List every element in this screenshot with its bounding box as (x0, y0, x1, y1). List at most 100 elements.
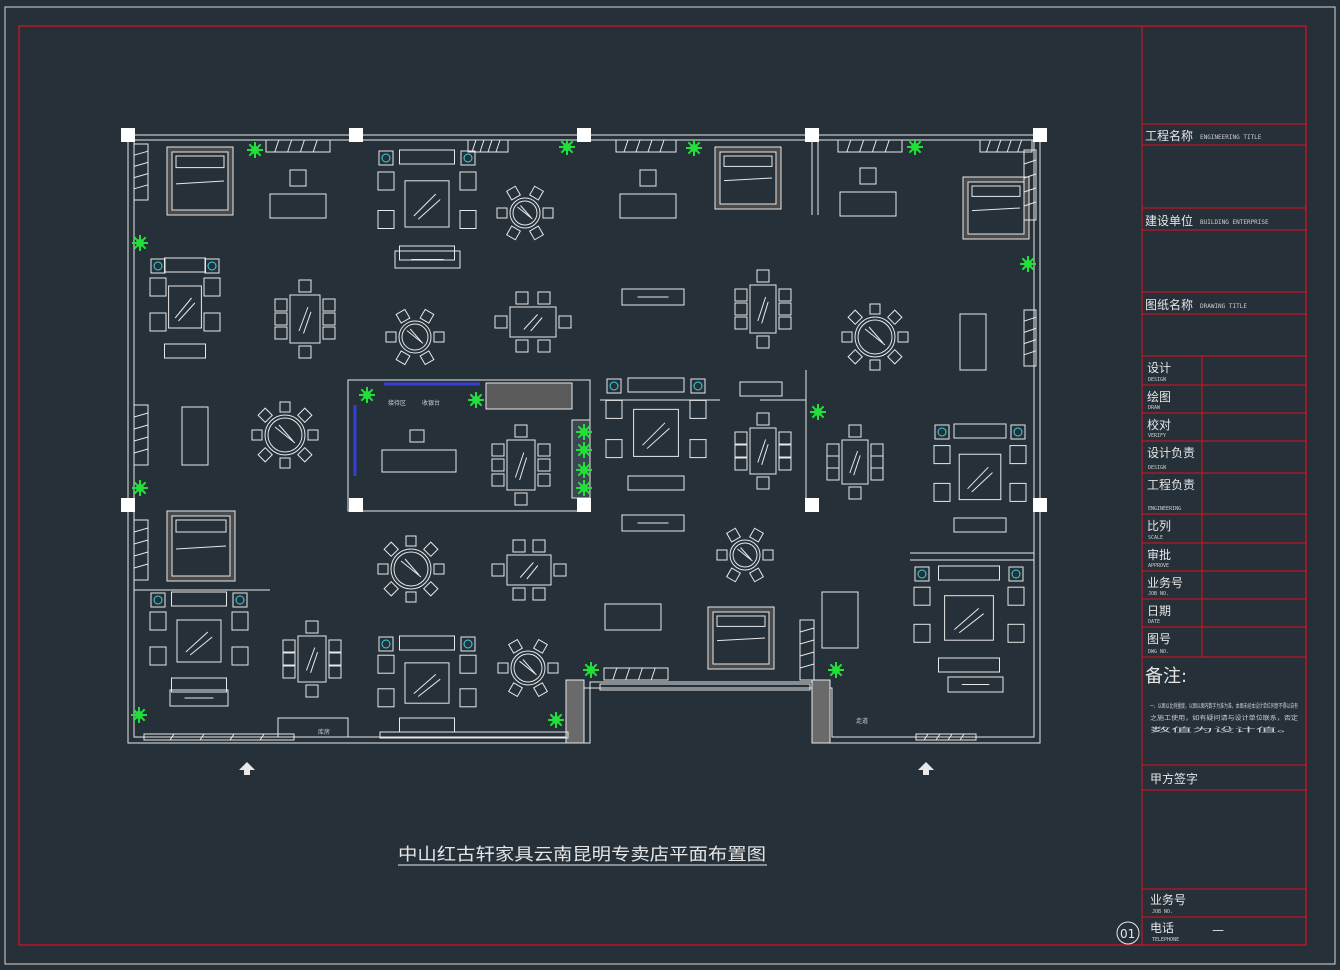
shelf-slat (959, 733, 965, 741)
shelf-slat (229, 733, 235, 741)
shelf-slat (659, 139, 665, 153)
armchair (689, 399, 707, 419)
chair (532, 539, 546, 553)
shelf-slat (647, 139, 653, 153)
chair (491, 443, 505, 457)
shelf-slat (133, 424, 149, 430)
glass-mark (417, 678, 441, 697)
column (577, 128, 591, 142)
title-block-row-en: APPROVE (1148, 563, 1169, 569)
coffee-table (958, 453, 1002, 501)
shelf-slat (133, 527, 149, 533)
plant-icon (1020, 256, 1036, 272)
title-block-row-en: VERIFY (1148, 433, 1166, 439)
coffee-table (168, 285, 202, 329)
table-top (297, 635, 327, 683)
side-table (914, 566, 930, 582)
chair (419, 350, 435, 366)
glass-mark (967, 466, 989, 490)
sofa-set (605, 377, 707, 491)
plant-icon (576, 424, 592, 440)
job-no-en: JOB NO. (1152, 909, 1173, 915)
chair (298, 345, 312, 359)
coffee-table (404, 180, 450, 228)
chair (870, 443, 884, 457)
glass-mark (523, 314, 538, 330)
column (577, 498, 591, 512)
armchair (149, 646, 167, 666)
door-frame (739, 381, 783, 397)
table-inner (267, 417, 303, 453)
tv-cabinet (621, 514, 685, 532)
rect-dining-table (734, 412, 792, 490)
counter-desk (381, 449, 457, 473)
pillow (716, 615, 766, 627)
armchair (859, 167, 877, 185)
chair (385, 331, 397, 343)
chair (778, 444, 792, 458)
shelf-slat (799, 627, 815, 633)
chair (537, 473, 551, 487)
title-block-row-en: JOB NO. (1148, 591, 1169, 597)
table-top (506, 554, 552, 586)
table-inner (857, 319, 893, 355)
armchair (231, 646, 249, 666)
side-table-lamp (934, 424, 950, 440)
chair (496, 207, 508, 219)
shelf-frame (265, 139, 331, 153)
shelf-slat (884, 139, 890, 153)
shelf-slat (1017, 139, 1023, 153)
chair (756, 269, 770, 283)
chair (734, 302, 748, 316)
chair (869, 303, 881, 315)
display-shelf-vertical (799, 619, 815, 681)
glass-mark (409, 328, 422, 343)
title-block-row-label: 设计 (1147, 361, 1171, 375)
bed (962, 176, 1030, 240)
round-dining-table (377, 535, 445, 603)
display-shelf (615, 139, 677, 153)
armchair (1007, 586, 1025, 606)
glass-mark (757, 296, 767, 322)
blanket-fold (716, 637, 766, 642)
shelf-frame (799, 619, 815, 681)
notes-label: 备注: (1145, 666, 1187, 687)
shelf-slat (299, 139, 305, 153)
shelf-slat (1023, 187, 1037, 193)
shelf-slat (846, 139, 852, 153)
plant-icon (686, 140, 702, 156)
side-table-lamp (690, 378, 706, 394)
sofa (399, 635, 455, 651)
glass-mark (274, 426, 296, 444)
pillow (971, 185, 1021, 197)
chair (778, 302, 792, 316)
chair (282, 652, 296, 666)
sofa (171, 677, 227, 693)
side-table (460, 636, 476, 652)
chair (423, 581, 439, 597)
chair (734, 431, 748, 445)
entrance-arrow-icon (918, 762, 934, 775)
sofa (399, 717, 455, 733)
side-table (378, 636, 394, 652)
drawing-name-en: DRAWING TITLE (1200, 303, 1247, 310)
rect-dining-table (734, 269, 792, 349)
chair (778, 316, 792, 330)
shelf-slat (1006, 139, 1012, 153)
coffee-table (944, 595, 994, 641)
sofa-set (377, 635, 477, 733)
column (349, 128, 363, 142)
chair (307, 429, 319, 441)
cabinet (947, 676, 1004, 693)
table-top (264, 414, 306, 456)
chair (505, 225, 522, 241)
bed (166, 146, 234, 216)
chair (553, 563, 567, 577)
shelf-slat (133, 412, 149, 418)
title-block-row-label: 设计负责 (1147, 446, 1195, 460)
side-table (150, 592, 166, 608)
chair (377, 563, 389, 575)
sofa (269, 193, 327, 219)
shelf-slat (133, 539, 149, 545)
title-block-row-en: DRAW (1148, 405, 1161, 411)
